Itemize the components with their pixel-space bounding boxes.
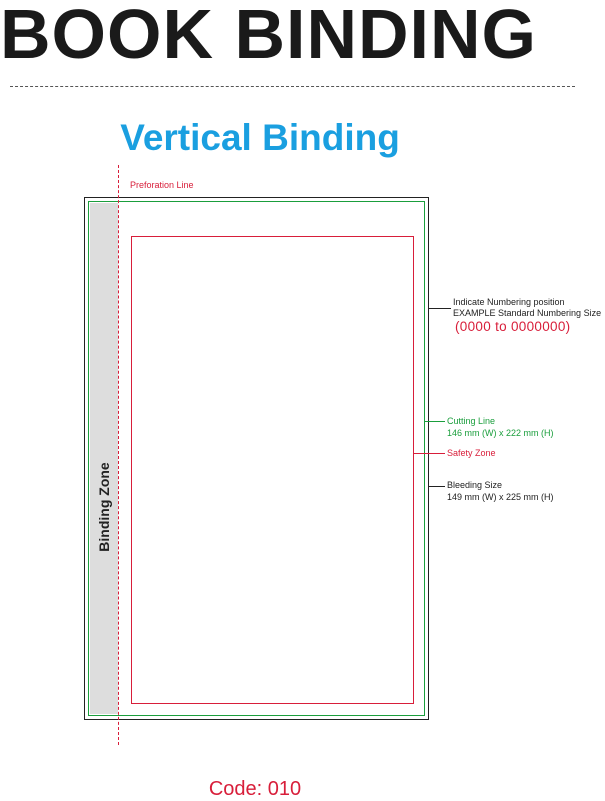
perforation-line xyxy=(118,165,119,745)
bleeding-frame xyxy=(84,197,429,720)
binding-zone xyxy=(90,203,118,714)
cutting-line-size: 146 mm (W) x 222 mm (H) xyxy=(447,428,554,438)
bleeding-leader xyxy=(429,486,445,487)
safety-zone-frame xyxy=(131,236,414,704)
numbering-leader xyxy=(429,308,451,309)
diagram-subtitle: Vertical Binding xyxy=(120,117,400,158)
safety-zone-label: Safety Zone xyxy=(447,448,496,458)
cutting-line-leader xyxy=(425,421,445,422)
product-code: Code: 010 xyxy=(208,778,302,800)
bleeding-size: 149 mm (W) x 225 mm (H) xyxy=(447,492,554,502)
safety-zone-leader xyxy=(414,453,445,454)
page-title: BOOK BINDING xyxy=(0,0,537,73)
numbering-note-line2: EXAMPLE Standard Numbering Size xyxy=(453,308,602,318)
binding-zone-label: Binding Zone xyxy=(96,462,112,552)
dashed-divider xyxy=(10,86,575,87)
perforation-label: Preforation Line xyxy=(130,180,194,190)
cutting-line-label: Cutting Line xyxy=(447,416,496,426)
bleeding-label: Bleeding Size xyxy=(447,480,503,490)
numbering-range: (0000 to 0000000) xyxy=(455,319,571,334)
numbering-note-line1: Indicate Numbering position xyxy=(453,297,565,307)
cutting-line-frame xyxy=(88,201,425,716)
